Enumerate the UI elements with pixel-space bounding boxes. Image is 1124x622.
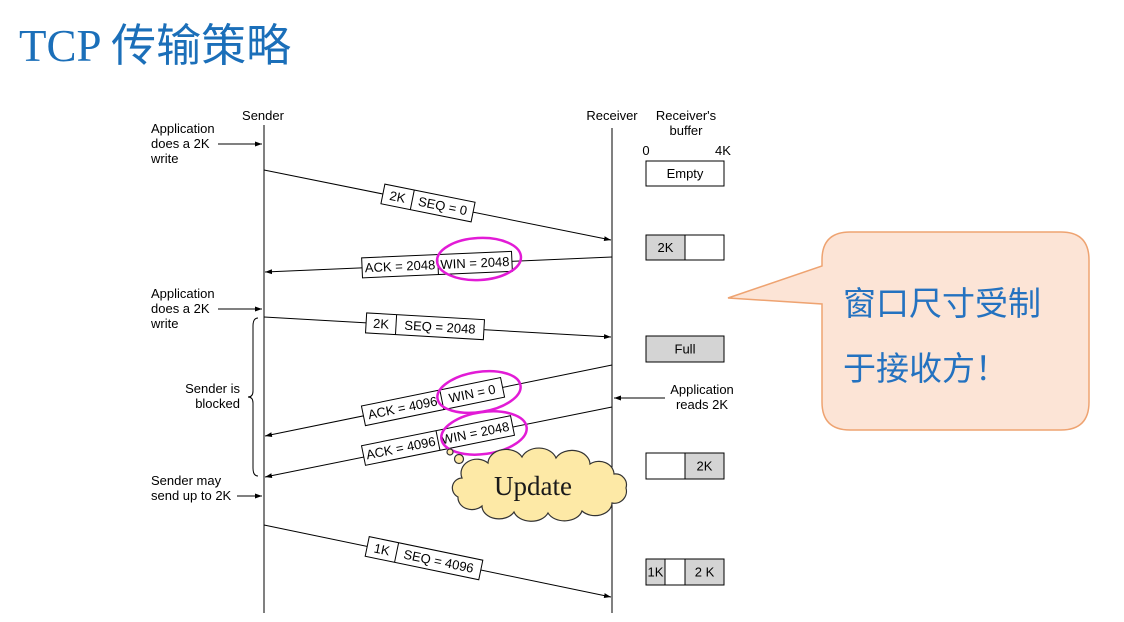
buffer-cell-label: 2K — [697, 459, 713, 474]
thought-bubble-small — [446, 448, 454, 456]
note-line: blocked — [195, 396, 240, 411]
note-line: reads 2K — [676, 397, 728, 412]
update-cloud: Update — [446, 447, 628, 522]
note-line: write — [150, 316, 178, 331]
buffer-cell-label: 2K — [658, 240, 674, 255]
note-app-reads: Application reads 2K — [614, 382, 734, 412]
segment-label-divider — [394, 542, 400, 563]
segment-label: 2K SEQ = 2048 — [364, 312, 486, 341]
callout-line: 于接收方！ — [843, 349, 1008, 388]
segment-length: 2K — [373, 316, 390, 332]
buffer-cell — [664, 558, 686, 586]
note-line: does a 2K — [151, 136, 210, 151]
segment-label-box — [360, 376, 506, 427]
buffer-state-half: 2K — [645, 234, 725, 261]
note-line: write — [150, 151, 178, 166]
sender-header: Sender — [242, 108, 285, 123]
note-line: Sender is — [185, 381, 240, 396]
buffer-cell-label: Full — [675, 342, 696, 357]
data-segment-first: 2K SEQ = 0 — [263, 169, 612, 242]
segment-length: 2K — [388, 188, 407, 206]
note-app-write-second: Application does a 2K write — [150, 286, 262, 331]
callout-bubble — [727, 231, 1090, 431]
buffer-cell-label: Empty — [667, 166, 704, 181]
buffer-state-after-read: 2K — [645, 452, 725, 480]
segment-length: 1K — [373, 541, 392, 559]
buffer-state-full: Full — [645, 335, 725, 363]
segment-label: 1K SEQ = 4096 — [364, 536, 484, 581]
segment-label-box — [364, 536, 484, 581]
window-update-segment: ACK = 4096 WIN = 2048 — [264, 406, 613, 479]
buffer-cell-label: 2 K — [695, 565, 715, 580]
cloud-shape — [451, 447, 628, 522]
note-sender-may-send: Sender may send up to 2K — [151, 473, 262, 503]
buffer-cell — [645, 335, 725, 363]
buffer-cell — [684, 558, 725, 586]
cloud-label: Update — [494, 471, 572, 501]
data-segment-second: 2K SEQ = 2048 — [263, 312, 612, 341]
segment-label-divider — [409, 189, 415, 210]
thought-bubble-medium — [453, 453, 465, 465]
note-line: Application — [151, 121, 215, 136]
slide-title: TCP 传输策略 — [19, 21, 292, 71]
buffer-header-line2: buffer — [669, 123, 703, 138]
buffer-header-line1: Receiver's — [656, 108, 717, 123]
buffer-scale-min: 0 — [642, 143, 649, 158]
callout: 窗口尺寸受制 于接收方！ — [727, 231, 1090, 431]
win-highlight-ring — [440, 410, 528, 456]
blocked-interval-brace — [247, 317, 259, 477]
note-app-write-first: Application does a 2K write — [150, 121, 262, 166]
note-line: Sender may — [151, 473, 222, 488]
data-segment-third: 1K SEQ = 4096 — [263, 524, 612, 598]
buffer-cell-label: 1K — [648, 565, 664, 580]
segment-window: WIN = 2048 — [440, 254, 510, 272]
receiver-header: Receiver — [586, 108, 638, 123]
buffer-cell — [645, 160, 725, 187]
segment-seq: SEQ = 2048 — [404, 318, 476, 337]
segment-ack: ACK = 2048 — [365, 257, 436, 275]
note-line: Application — [670, 382, 734, 397]
note-line: does a 2K — [151, 301, 210, 316]
buffer-state-empty: Empty — [645, 160, 725, 187]
buffer-cell — [684, 234, 725, 261]
segment-label-divider — [394, 314, 398, 335]
segment-label-box — [380, 183, 476, 223]
buffer-cell — [645, 452, 686, 480]
note-line: Application — [151, 286, 215, 301]
buffer-cell — [645, 234, 686, 261]
segment-label: ACK = 4096 WIN = 2048 — [360, 415, 516, 466]
callout-line: 窗口尺寸受制 — [843, 284, 1041, 323]
segment-label: ACK = 4096 WIN = 0 — [360, 376, 506, 427]
segment-label: 2K SEQ = 0 — [380, 183, 476, 223]
note-sender-blocked: Sender is blocked — [185, 317, 259, 477]
buffer-cell — [684, 452, 725, 480]
segment-label-divider — [435, 430, 441, 451]
buffer-state-final: 1K 2 K — [645, 558, 725, 586]
note-line: send up to 2K — [151, 488, 232, 503]
win-highlight-ring — [435, 236, 523, 282]
buffer-scale-max: 4K — [715, 143, 731, 158]
